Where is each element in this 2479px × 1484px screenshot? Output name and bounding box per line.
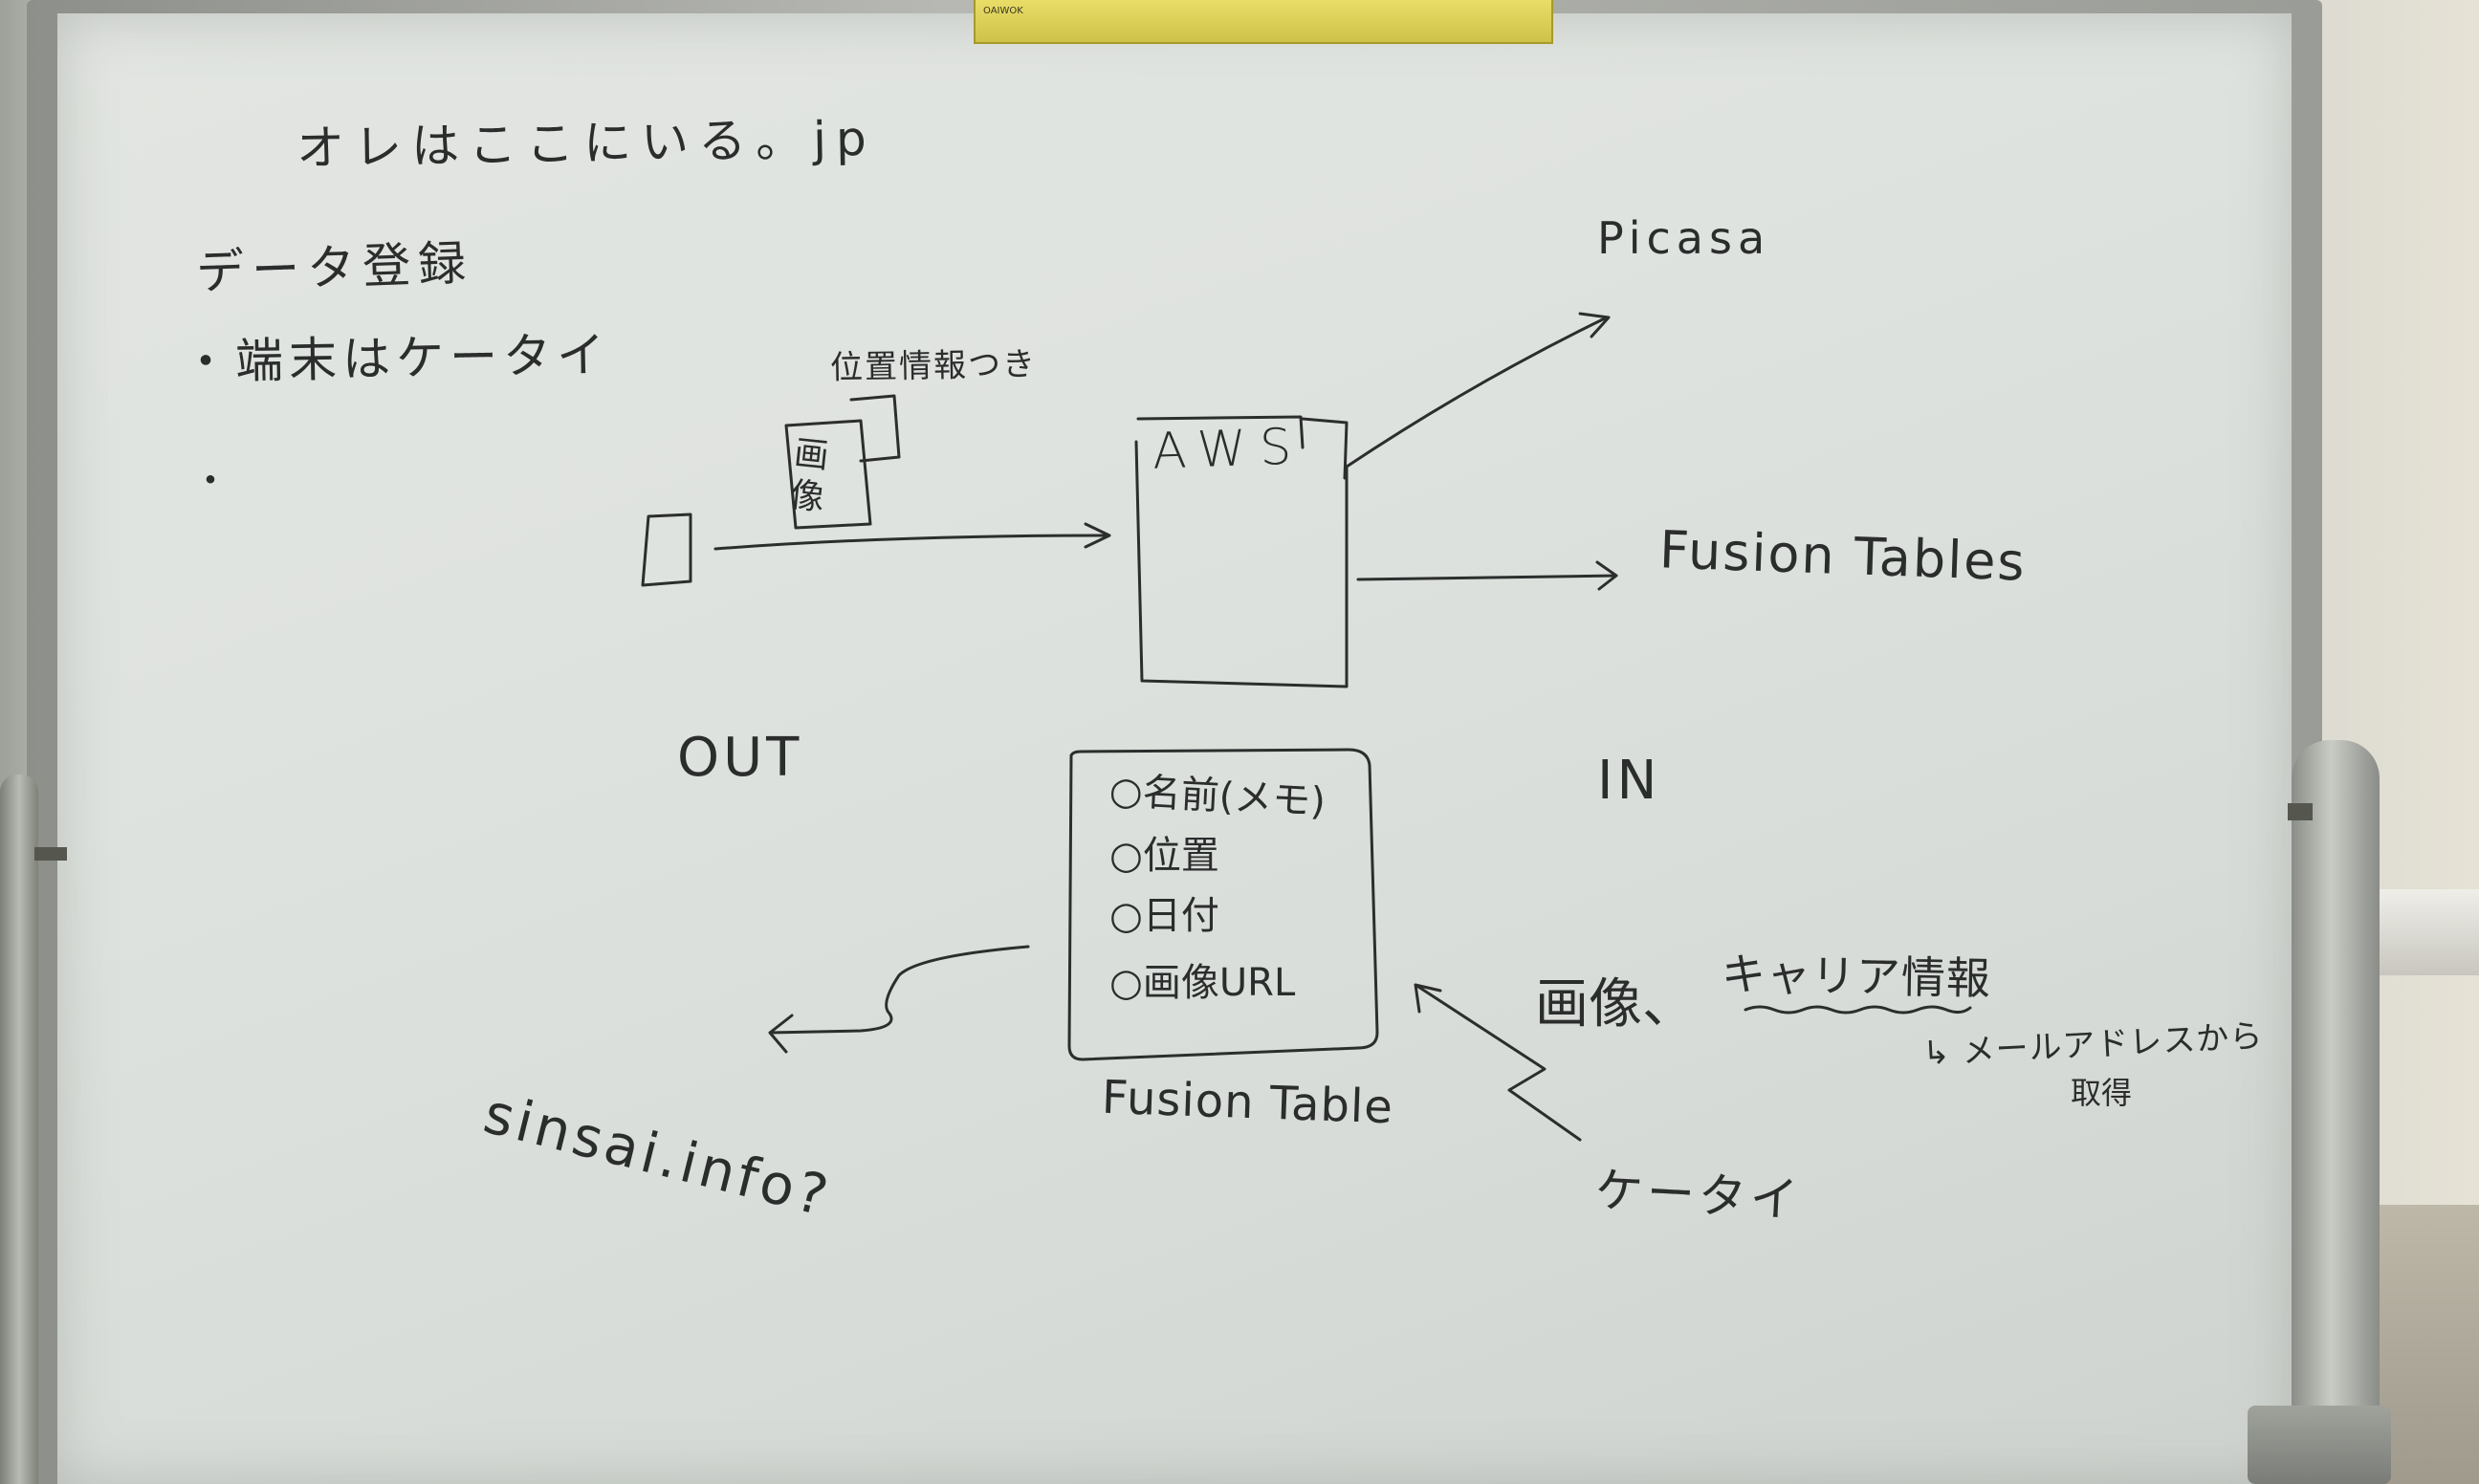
fusion-table-caption: Fusion Table [1101, 1070, 1394, 1135]
keitai-label: ケータイ [1593, 1162, 1804, 1229]
field-image-url: ○画像URL [1109, 961, 1296, 1005]
fusion-table-box [1067, 748, 1379, 1061]
image-card-back [849, 394, 901, 463]
aws-box [1134, 415, 1349, 688]
picasa-label: Picasa [1597, 212, 1771, 264]
in-label: IN [1597, 750, 1661, 812]
right-bracket [2288, 803, 2313, 820]
out-label: OUT [677, 727, 803, 789]
acquire-label: 取得 [2071, 1075, 2133, 1111]
tray-brand: OAIWOK [983, 6, 1023, 16]
field-location: ○位置 [1109, 834, 1219, 878]
image-card-label: 画像 [787, 433, 831, 518]
field-name-memo: ○名前(メモ) [1108, 769, 1327, 824]
field-date: ○日付 [1109, 894, 1219, 938]
side-table [2368, 889, 2479, 975]
left-stand-pole [0, 775, 38, 1484]
right-stand-base [2248, 1406, 2391, 1484]
image-card-front [784, 419, 872, 530]
arrow-to-fusion-tables [1356, 560, 1618, 591]
arrow-to-aws [713, 522, 1111, 551]
carrier-underline [1744, 1005, 1972, 1015]
phone-sketch [641, 513, 692, 587]
left-bracket [34, 847, 67, 861]
aws-label: AWS [1152, 418, 1306, 481]
arrow-from-keitai [1414, 983, 1582, 1142]
fusion-tables-label: Fusion Tables [1658, 519, 2028, 593]
bullet-device: ・端末はケータイ [181, 327, 611, 390]
board-title: オレはここにいる。jp [296, 110, 877, 177]
right-stand-pole [2292, 740, 2380, 1484]
arrow-to-picasa [1345, 312, 1611, 469]
arrow-to-sinsai [768, 945, 1030, 1054]
image-word: 画像、 [1535, 973, 1696, 1036]
marker-tray: OAIWOK [974, 0, 1553, 44]
with-location-label: 位置情報つき [829, 345, 1038, 387]
data-registration-heading: データ登録 [195, 234, 475, 301]
whiteboard-surface [57, 13, 2292, 1484]
carrier-info: キャリア情報 [1721, 948, 1992, 1005]
bullet-empty: ・ [191, 459, 230, 503]
